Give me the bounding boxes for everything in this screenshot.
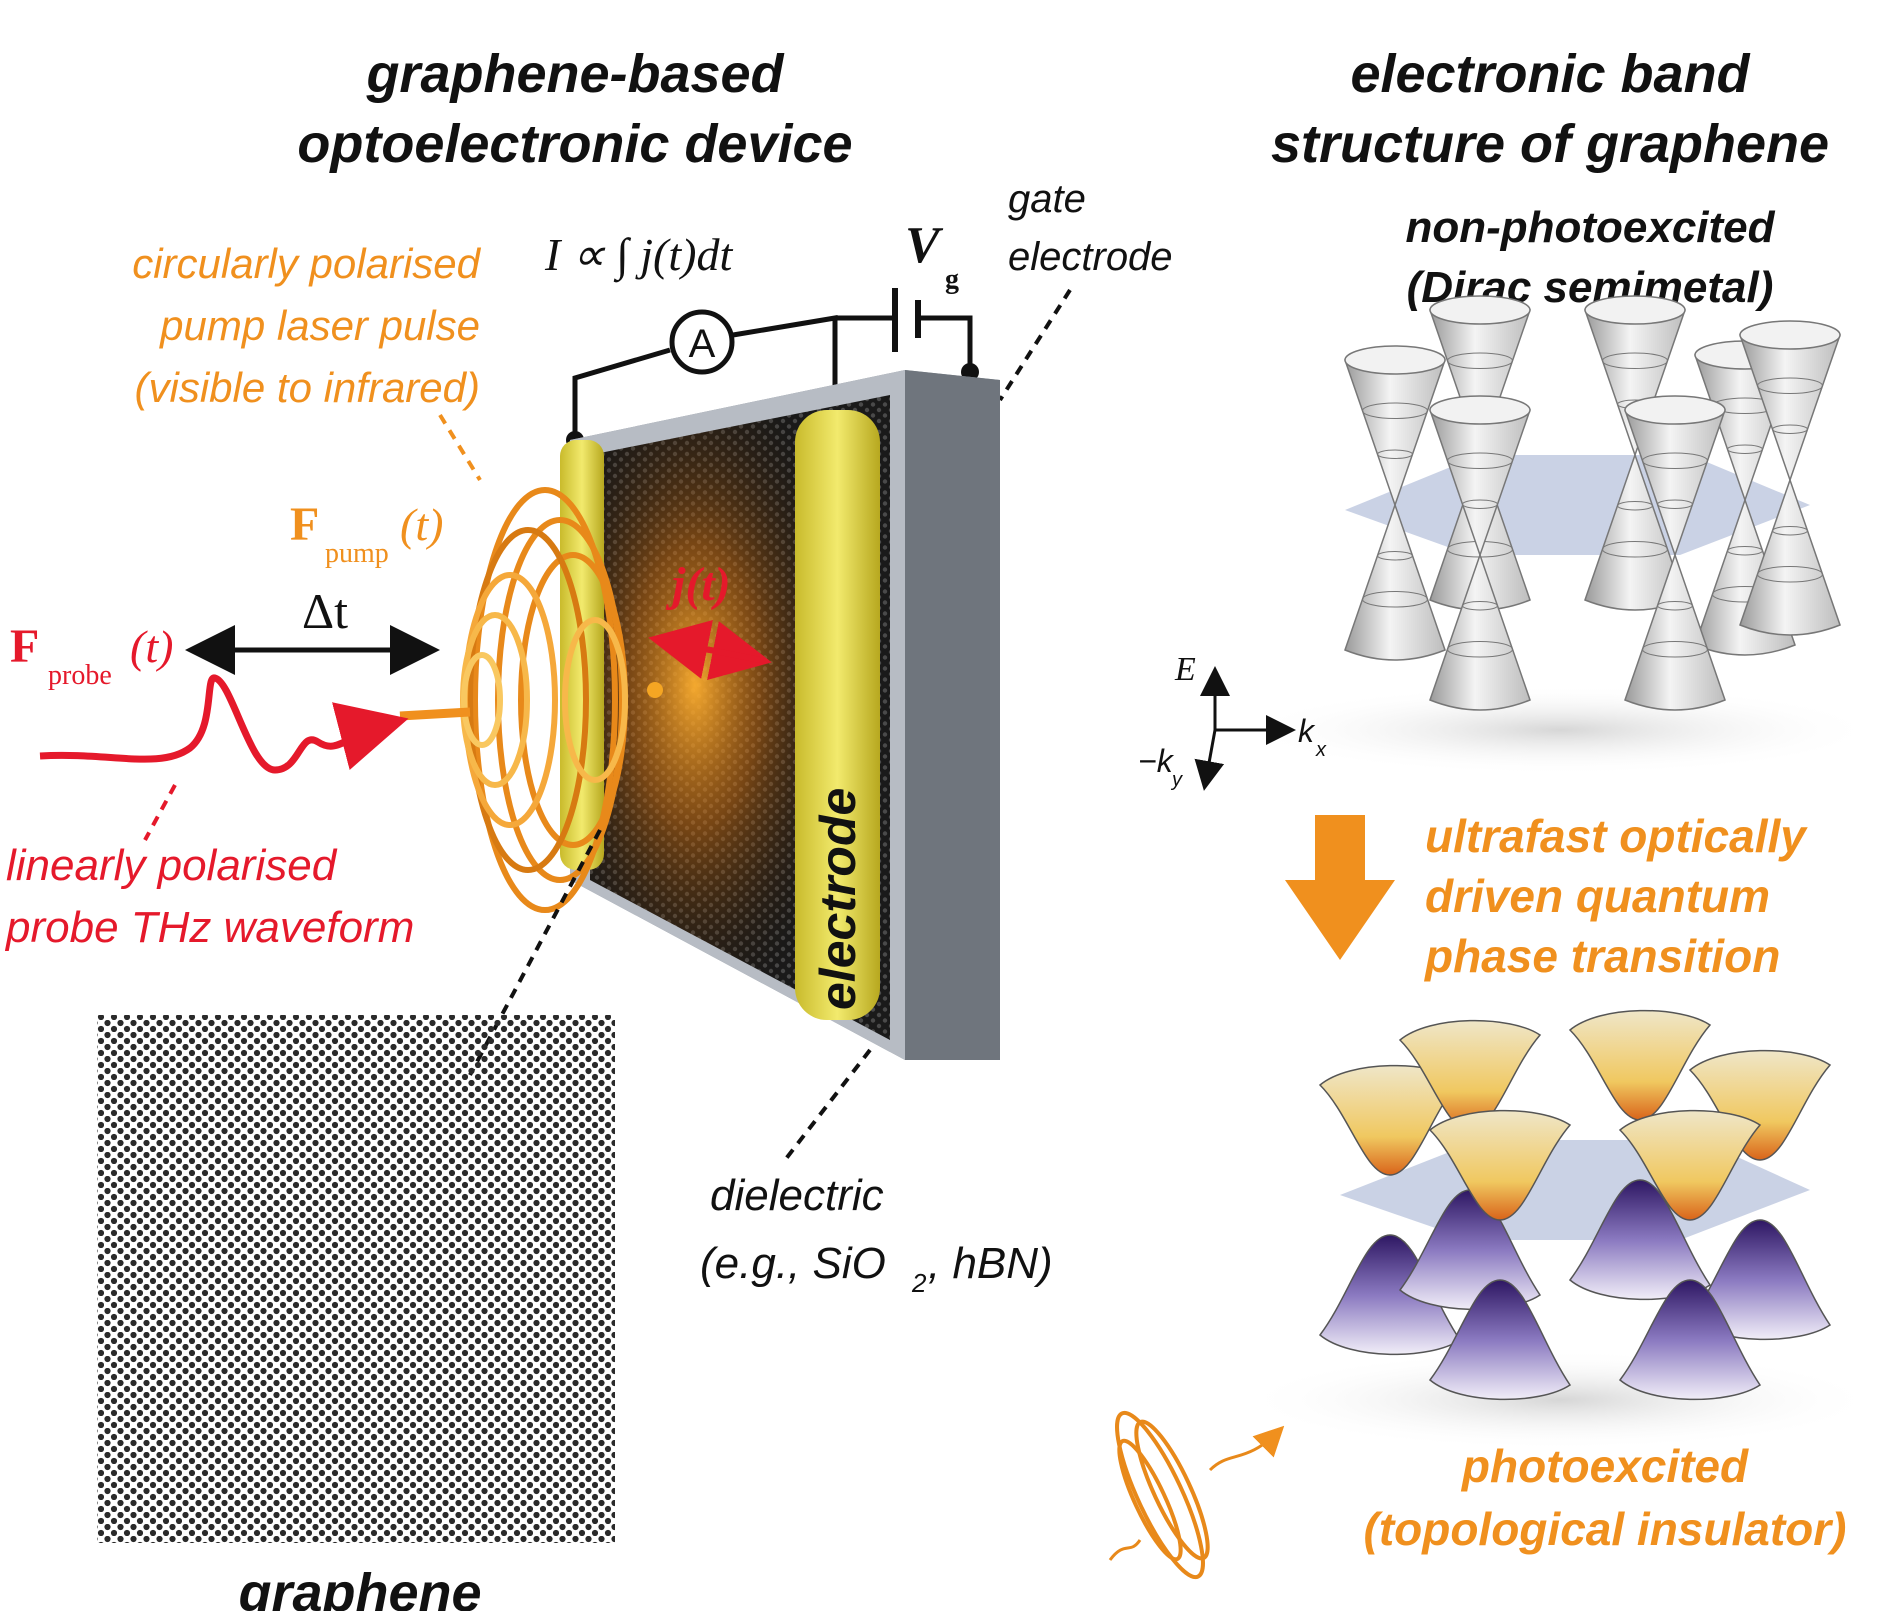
focal-spot bbox=[647, 682, 663, 698]
ammeter: A bbox=[669, 309, 735, 375]
state2-line2: (topological insulator) bbox=[1364, 1503, 1847, 1555]
probe-thz-waveform bbox=[39, 674, 409, 774]
gapped-band-pair bbox=[1318, 1064, 1462, 1356]
right-title-line1: electronic band bbox=[1350, 44, 1750, 104]
ammeter-symbol: A bbox=[689, 322, 716, 366]
probe-field-subscript: probe bbox=[48, 660, 112, 691]
graphene-label: graphene bbox=[237, 1563, 481, 1611]
current-label: j(t) bbox=[665, 558, 731, 611]
gate-pointer-line bbox=[998, 288, 1072, 402]
dielectric-label-part1: (e.g., SiO bbox=[700, 1239, 886, 1288]
dirac-cone-pair bbox=[1584, 295, 1686, 611]
axis-kx-subscript: x bbox=[1315, 739, 1327, 761]
axis-energy: E bbox=[1174, 651, 1196, 688]
gate-label-line1: gate bbox=[1008, 177, 1086, 221]
pump-beam-axis bbox=[399, 707, 471, 721]
pump-pulse-icon bbox=[1108, 1410, 1285, 1580]
dirac-cone-pair bbox=[1624, 395, 1726, 711]
gapped-band-pair bbox=[1688, 1049, 1832, 1341]
right-title-line2: structure of graphene bbox=[1271, 114, 1829, 174]
probe-field-label: F probe (t) bbox=[10, 620, 173, 691]
transition-line3: phase transition bbox=[1423, 930, 1780, 982]
gate-label-line2: electrode bbox=[1008, 235, 1173, 279]
gapped-band-pair bbox=[1428, 1109, 1572, 1401]
circuit-wires bbox=[572, 315, 973, 440]
dirac-cone-pair bbox=[1429, 395, 1531, 711]
dielectric-label-part2: , hBN) bbox=[928, 1239, 1053, 1288]
left-title-line2: optoelectronic device bbox=[297, 114, 852, 174]
pump-field-symbol: F bbox=[290, 498, 319, 551]
gate-voltage-symbol: V bbox=[905, 217, 944, 274]
probe-pointer-line bbox=[143, 784, 177, 841]
pump-label-line3: (visible to infrared) bbox=[135, 364, 480, 411]
probe-field-arg: (t) bbox=[130, 621, 173, 672]
axis-ky-label: −k y bbox=[1138, 743, 1183, 791]
dielectric-pointer-line bbox=[783, 1048, 872, 1162]
delay-label: Δt bbox=[302, 583, 348, 639]
cones-shadow bbox=[1240, 685, 1880, 775]
axis-kx: k bbox=[1298, 713, 1316, 749]
pump-pulse-helix bbox=[460, 487, 628, 913]
momentum-energy-axes bbox=[1194, 666, 1296, 791]
pump-pointer-line bbox=[438, 413, 482, 482]
gapped-band-pair bbox=[1568, 1009, 1712, 1301]
slab-side-face bbox=[905, 370, 1000, 1060]
probe-label-line1: linearly polarised bbox=[6, 841, 338, 890]
gapped-bands-diagram bbox=[1240, 1009, 1880, 1450]
pump-field-subscript: pump bbox=[325, 538, 389, 569]
current-arrow-left bbox=[648, 619, 761, 679]
transition-arrow bbox=[1285, 815, 1395, 960]
transition-line1: ultrafast optically bbox=[1425, 810, 1808, 862]
gate-voltage-subscript: g bbox=[945, 264, 959, 295]
right-electrode bbox=[795, 410, 880, 1020]
device-slab bbox=[570, 370, 1000, 1060]
left-title-line1: graphene-based bbox=[365, 44, 784, 104]
dirac-cone-pair bbox=[1739, 320, 1841, 636]
bands-shadow bbox=[1240, 1350, 1880, 1450]
cone-pairs bbox=[1344, 295, 1841, 711]
pump-field-label: F pump (t) bbox=[290, 498, 443, 569]
current-integral-formula: I ∝ ∫ j(t)dt bbox=[544, 229, 733, 283]
axis-ky-subscript: y bbox=[1170, 769, 1183, 791]
probe-label-line2: probe THz waveform bbox=[4, 903, 414, 952]
graphene-lattice-zoom bbox=[97, 1015, 615, 1543]
electrode-label: electrode bbox=[810, 788, 866, 1010]
gate-voltage-label: V g bbox=[905, 217, 959, 295]
band-pairs bbox=[1318, 1009, 1832, 1401]
probe-field-symbol: F bbox=[10, 620, 39, 673]
state2-line1: photoexcited bbox=[1460, 1440, 1749, 1492]
battery-symbol bbox=[892, 288, 921, 352]
dirac-cones-diagram bbox=[1240, 295, 1880, 775]
axis-kx-label: k x bbox=[1298, 713, 1327, 761]
pump-field-arg: (t) bbox=[400, 499, 443, 550]
pump-label-line2: pump laser pulse bbox=[158, 302, 480, 349]
gapped-band-pair bbox=[1398, 1019, 1542, 1311]
transition-line2: driven quantum bbox=[1425, 870, 1770, 922]
dirac-cone-pair bbox=[1344, 345, 1446, 661]
gapped-band-pair bbox=[1618, 1109, 1762, 1401]
pump-label-line1: circularly polarised bbox=[132, 240, 481, 287]
dielectric-label-subscript: 2 bbox=[911, 1268, 927, 1298]
axis-ky: −k bbox=[1138, 743, 1175, 779]
dielectric-label-line1: dielectric bbox=[710, 1171, 884, 1220]
dielectric-label-line2: (e.g., SiO 2 , hBN) bbox=[700, 1239, 1053, 1298]
state1-line1: non-photoexcited bbox=[1405, 203, 1775, 252]
